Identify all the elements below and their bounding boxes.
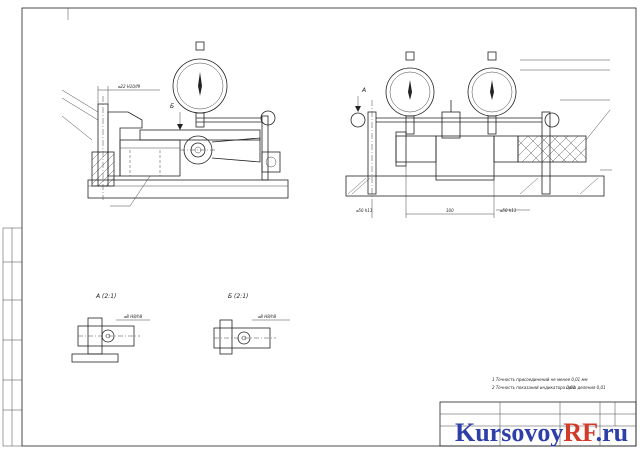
central-block (435, 135, 495, 181)
side-base-hatching (347, 177, 599, 195)
detail-b-fit: ⌀8 H8/h8 (258, 314, 277, 319)
base-plate (87, 179, 289, 199)
side-base-plate (345, 175, 605, 197)
note-line-1: 1 Точность присоединений не менее 0,01 м… (492, 377, 588, 382)
dial-indicator-front (172, 41, 228, 128)
indicator-stand-post (261, 115, 269, 181)
note-line-2: 2 Точность показаний индикатора 0,01 (492, 385, 575, 390)
dim-top-fit: ⌀22 H10/f9 (118, 84, 141, 89)
detail-view-a: А (2:1) ⌀8 H8/h8 (71, 293, 150, 363)
sheet-border (21, 7, 637, 447)
dim-right-bottom: ⌀50 h11 (500, 208, 516, 213)
side-view: А 100 ⌀50 h11 ⌀50 h11 (345, 51, 612, 218)
dim-left-bottom: ⌀50 h11 (356, 208, 372, 213)
title-block (439, 401, 637, 447)
side-right-post (541, 111, 551, 195)
clamp-jaw (107, 111, 143, 177)
watermark-part-2: RF (563, 418, 597, 447)
left-holder (395, 135, 437, 163)
side-right-knob (544, 112, 560, 128)
front-view: ⌀22 H10/f9 Б (61, 41, 289, 207)
dial-indicator-right (467, 51, 517, 135)
dial-indicator-left (385, 51, 435, 135)
watermark-part-3: .ru (596, 418, 629, 447)
support-hatching (91, 151, 115, 187)
left-margin-strip (2, 227, 23, 447)
end-nut (261, 151, 281, 173)
detail-b-title: Б (2:1) (228, 293, 248, 300)
watermark-part-1: Kursovoy (455, 418, 563, 447)
watermark: KursovoyRF.ru (455, 418, 628, 447)
right-holder (493, 135, 519, 163)
shaft (211, 137, 261, 163)
left-holder-cap (395, 131, 407, 167)
detail-a-fit: ⌀8 H8/h8 (124, 314, 143, 319)
detail-a-title: А (2:1) (95, 293, 116, 300)
guide-rail (139, 129, 261, 141)
central-stem (441, 111, 461, 139)
arm-knob (260, 110, 276, 126)
view-arrow-b-label: Б (170, 103, 174, 110)
slide-body (119, 139, 181, 177)
note-line-2-extra: цена деления 0,01 (566, 385, 606, 390)
roller-crosshatch (517, 135, 587, 163)
view-arrow-a-label: А (361, 87, 366, 94)
detail-view-b: Б (2:1) ⌀8 H8/h8 (213, 293, 290, 355)
technical-notes: 1 Точность присоединений не менее 0,01 м… (492, 377, 606, 390)
dim-span: 100 (446, 208, 454, 213)
side-left-knob (350, 112, 366, 128)
